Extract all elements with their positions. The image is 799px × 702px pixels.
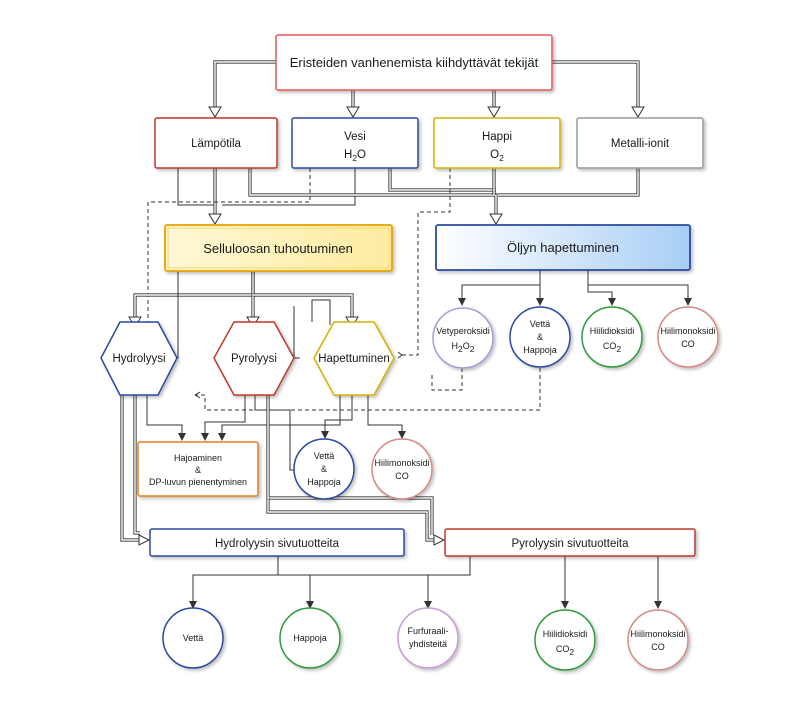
node-hajoaminen-line2: & bbox=[195, 465, 201, 475]
node-oljy-label: Öljyn hapettuminen bbox=[507, 240, 619, 255]
node-oljy-vetta-line3: Happoja bbox=[523, 345, 557, 355]
node-hajoaminen-line1: Hajoaminen bbox=[174, 453, 222, 463]
node-oljy-hiilidioksidi-formula: CO2 bbox=[603, 341, 622, 354]
node-oljy-vetta-line2: & bbox=[537, 332, 543, 342]
node-happi-formula: O2 bbox=[490, 149, 504, 163]
node-hap-hiilimonoksidi-line2: CO bbox=[395, 471, 409, 481]
node-lampotila-label: Lämpötila bbox=[191, 138, 241, 150]
node-top-label: Eristeiden vanhenemista kiihdyttävät tek… bbox=[290, 55, 539, 70]
node-furfuraali-line1: Furfuraali- bbox=[407, 626, 448, 636]
edge-dashed-returns bbox=[194, 368, 541, 411]
node-vetta[interactable]: Vettä bbox=[162, 607, 224, 669]
node-furfuraali[interactable]: Furfuraali- yhdisteitä bbox=[397, 607, 459, 669]
node-hydro-sivu-label: Hydrolyysin sivutuotteita bbox=[215, 538, 340, 550]
node-hapettuminen-label: Hapettuminen bbox=[318, 353, 390, 365]
node-lampotila[interactable]: Lämpötila bbox=[154, 117, 278, 169]
node-vetyperoksidi-formula: H2O2 bbox=[452, 341, 475, 354]
node-oljy-vetta[interactable]: Vettä & Happoja bbox=[509, 306, 571, 368]
node-pyrolyysi[interactable]: Pyrolyysi bbox=[213, 321, 295, 396]
node-vetyperoksidi-line1: Vetyperoksidi bbox=[436, 326, 490, 336]
node-vesi[interactable]: Vesi H2O bbox=[291, 117, 419, 169]
edge-top-to-factors bbox=[208, 60, 645, 118]
edge-selluloosa-to-hexes bbox=[128, 270, 359, 328]
node-vetyperoksidi[interactable]: Vetyperoksidi H2O2 bbox=[432, 307, 494, 369]
node-vesi-formula: H2O bbox=[344, 149, 366, 163]
node-top[interactable]: Eristeiden vanhenemista kiihdyttävät tek… bbox=[275, 34, 553, 91]
node-selluloosa-label: Selluloosan tuhoutuminen bbox=[203, 241, 353, 256]
node-hiilidioksidi-formula: CO2 bbox=[556, 644, 575, 657]
node-hap-vetta[interactable]: Vettä & Happoja bbox=[293, 438, 355, 500]
node-hajoaminen-line3: DP-luvun pienentyminen bbox=[149, 477, 247, 487]
node-hiilidioksidi-line1: Hiilidioksidi bbox=[543, 629, 588, 639]
node-vetta-label: Vettä bbox=[183, 633, 204, 643]
node-oljy-hiilidioksidi-line1: Hiilidioksidi bbox=[590, 326, 635, 336]
node-happi[interactable]: Happi O2 bbox=[433, 117, 561, 169]
node-hydro-sivu[interactable]: Hydrolyysin sivutuotteita bbox=[149, 528, 405, 557]
edge-factors-to-oljy bbox=[248, 168, 640, 225]
node-happoja[interactable]: Happoja bbox=[279, 607, 341, 669]
node-selluloosa[interactable]: Selluloosan tuhoutuminen bbox=[164, 224, 393, 272]
node-hydrolyysi[interactable]: Hydrolyysi bbox=[100, 321, 178, 396]
node-hiilimonoksidi-line2: CO bbox=[651, 642, 665, 652]
edge-oljy-products bbox=[458, 270, 692, 306]
edge-dashed-factors bbox=[147, 168, 451, 359]
node-metalli-label: Metalli-ionit bbox=[611, 138, 670, 150]
node-happoja-label: Happoja bbox=[293, 633, 327, 643]
node-pyro-sivu[interactable]: Pyrolyysin sivutuotteita bbox=[444, 528, 696, 557]
edge-hapettuminen-products bbox=[254, 395, 406, 471]
node-hap-hiilimonoksidi[interactable]: Hiilimonoksidi CO bbox=[371, 438, 433, 500]
node-oljy-hiilimonoksidi-line2: CO bbox=[681, 339, 695, 349]
node-oljy[interactable]: Öljyn hapettuminen bbox=[435, 224, 691, 271]
node-hiilimonoksidi[interactable]: Hiilimonoksidi CO bbox=[627, 609, 689, 671]
node-hajoaminen[interactable]: Hajoaminen & DP-luvun pienentyminen bbox=[137, 441, 259, 497]
edge-to-sivutuotteet bbox=[120, 395, 446, 546]
node-hap-vetta-line2: & bbox=[321, 464, 327, 474]
node-hap-vetta-line1: Vettä bbox=[314, 451, 335, 461]
node-furfuraali-line2: yhdisteitä bbox=[409, 639, 447, 649]
edges bbox=[120, 60, 692, 609]
node-vesi-label: Vesi bbox=[344, 131, 366, 143]
node-hydrolyysi-label: Hydrolyysi bbox=[112, 353, 165, 365]
node-hiilidioksidi[interactable]: Hiilidioksidi CO2 bbox=[534, 609, 596, 671]
node-oljy-hiilidioksidi[interactable]: Hiilidioksidi CO2 bbox=[581, 306, 643, 368]
node-pyrolyysi-label: Pyrolyysi bbox=[231, 353, 277, 365]
node-hiilimonoksidi-line1: Hiilimonoksidi bbox=[630, 629, 685, 639]
node-hapettuminen[interactable]: Hapettuminen bbox=[313, 321, 395, 396]
node-metalli[interactable]: Metalli-ionit bbox=[576, 117, 704, 169]
node-hap-hiilimonoksidi-line1: Hiilimonoksidi bbox=[374, 458, 429, 468]
node-pyro-sivu-label: Pyrolyysin sivutuotteita bbox=[512, 538, 630, 550]
edge-factors-to-selluloosa bbox=[177, 168, 356, 225]
edge-sivutuotteet-leaves bbox=[189, 556, 662, 609]
node-happi-label: Happi bbox=[482, 131, 512, 143]
node-oljy-hiilimonoksidi-line1: Hiilimonoksidi bbox=[660, 326, 715, 336]
node-oljy-hiilimonoksidi[interactable]: Hiilimonoksidi CO bbox=[657, 306, 719, 368]
node-hap-vetta-line3: Happoja bbox=[307, 477, 341, 487]
node-oljy-vetta-line1: Vettä bbox=[530, 319, 551, 329]
edge-hexes-to-hajoaminen bbox=[146, 395, 341, 441]
